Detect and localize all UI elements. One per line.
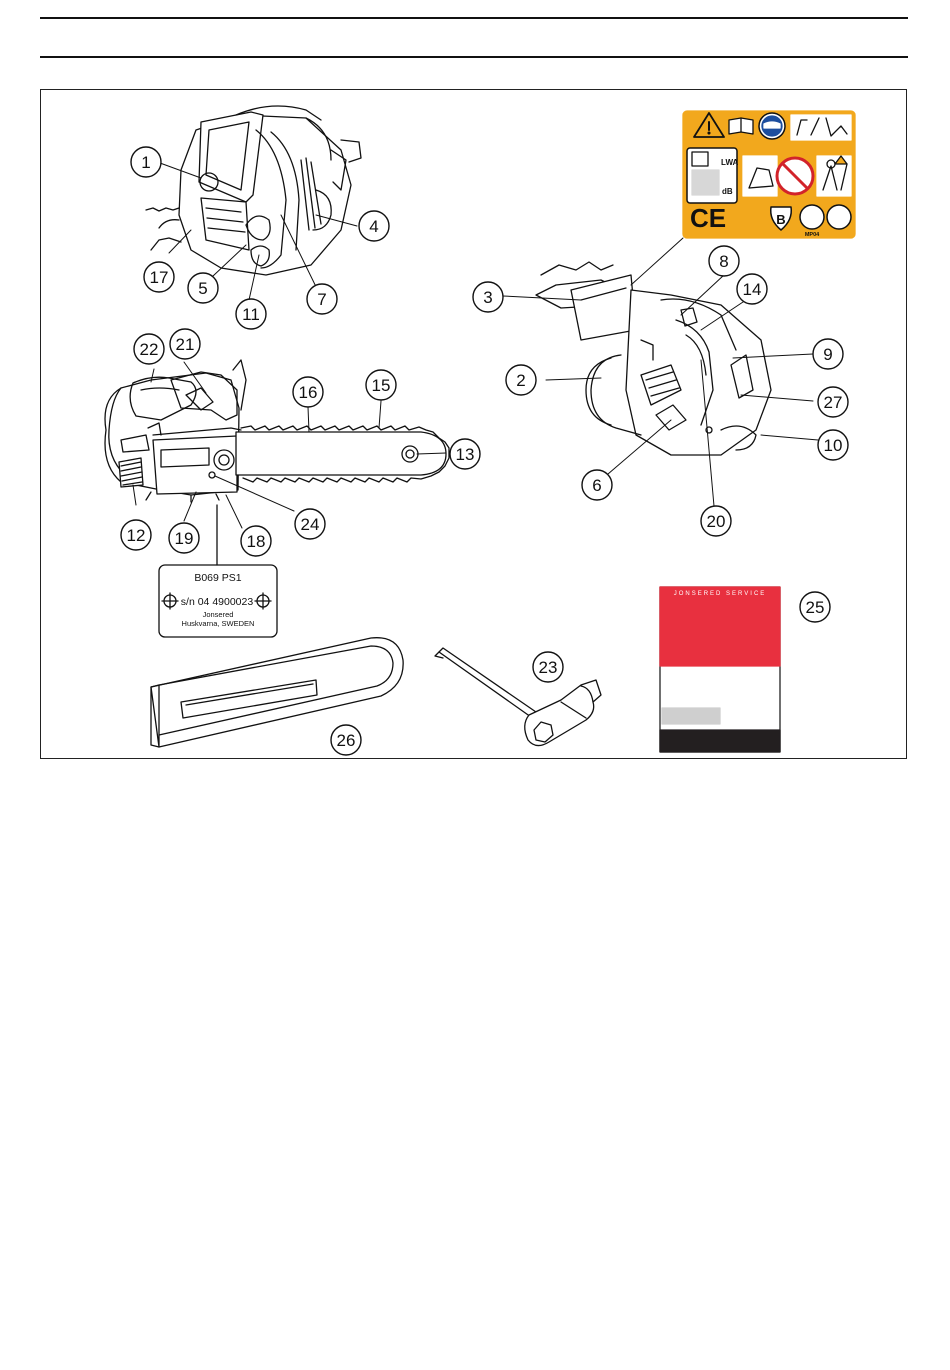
plate-serial: s/n 04 4900023 <box>181 596 254 608</box>
cert-mark: MP04 <box>805 232 820 238</box>
callout-2: 2 <box>516 371 525 390</box>
callout-16: 16 <box>299 383 318 402</box>
db-label: dB <box>722 187 733 196</box>
plate-location: Huskvarna, SWEDEN <box>182 619 255 628</box>
callout-10: 10 <box>824 436 843 455</box>
callout-25: 25 <box>806 598 825 617</box>
callout-13: 13 <box>456 445 475 464</box>
sound-label: LWA <box>721 158 739 167</box>
ce-mark: CE <box>690 203 726 233</box>
callout-26: 26 <box>337 731 356 750</box>
callout-6: 6 <box>592 476 601 495</box>
callout-20: 20 <box>707 512 726 531</box>
callout-27: 27 <box>824 393 843 412</box>
combination-spanner <box>435 648 601 746</box>
callout-3: 3 <box>483 288 492 307</box>
parts-figure: 1 2 3 4 5 6 7 8 9 10 11 12 13 14 15 16 1… <box>40 89 907 759</box>
callout-18: 18 <box>247 532 266 551</box>
callout-4: 4 <box>369 217 378 236</box>
chainsaw-side-view <box>105 360 449 502</box>
callout-12: 12 <box>127 526 146 545</box>
operators-manual <box>660 587 780 752</box>
callout-11: 11 <box>242 305 260 324</box>
header-rule-bottom <box>40 56 908 58</box>
plate-maker: Jonsered <box>203 610 234 619</box>
callout-21: 21 <box>176 335 195 354</box>
callout-9: 9 <box>823 345 832 364</box>
header-rule-top <box>40 17 908 19</box>
callout-23: 23 <box>539 658 558 677</box>
callout-5: 5 <box>198 279 207 298</box>
chainsaw-rear-view <box>536 262 771 455</box>
b-mark: B <box>776 212 785 227</box>
chainsaw-front-view <box>146 106 361 275</box>
callout-7: 7 <box>317 290 326 309</box>
parts-illustration: 1 2 3 4 5 6 7 8 9 10 11 12 13 14 15 16 1… <box>41 90 908 760</box>
callout-14: 14 <box>743 280 762 299</box>
manual-header: JONSERED SERVICE <box>674 591 767 597</box>
callout-8: 8 <box>719 252 728 271</box>
callout-19: 19 <box>175 529 194 548</box>
plate-model: B069 PS1 <box>194 572 241 584</box>
callout-1: 1 <box>141 153 150 172</box>
callout-17: 17 <box>150 268 169 287</box>
callout-22: 22 <box>140 340 159 359</box>
callout-15: 15 <box>372 376 391 395</box>
bar-cover <box>151 638 403 747</box>
callout-24: 24 <box>301 515 320 534</box>
